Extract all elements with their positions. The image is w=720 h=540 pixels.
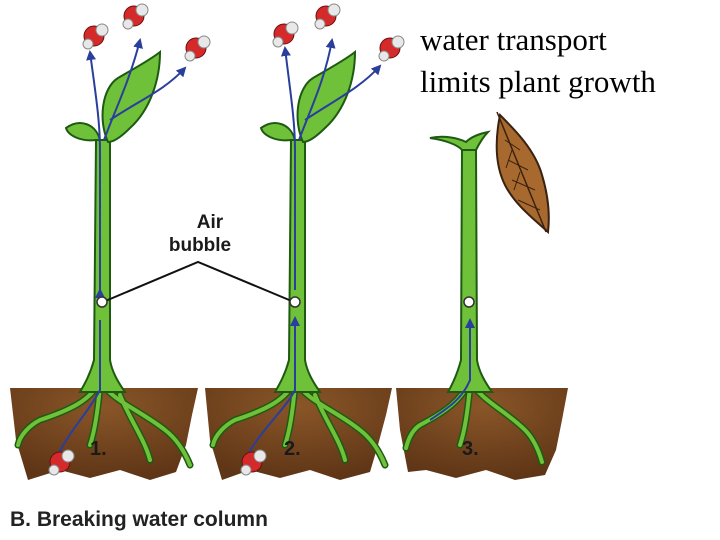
water-molecule-icon <box>122 3 149 30</box>
air-bubble-marker-2 <box>289 296 301 308</box>
soil-mound-3 <box>396 388 568 480</box>
air-bubble-marker-1 <box>96 296 108 308</box>
title-line-1: water transport <box>420 22 607 57</box>
plant-3-water-flow <box>429 318 475 421</box>
water-molecule-icon <box>82 23 109 50</box>
plant-2-stem <box>273 139 322 393</box>
plant-2-water-flow-lower <box>244 316 300 461</box>
plant-2-leaf-small <box>259 122 297 142</box>
plant-1-leaf-large <box>101 49 162 144</box>
water-molecule-icon <box>240 449 267 476</box>
plant-number-3: 3. <box>462 438 479 460</box>
water-molecule-icon <box>378 35 405 62</box>
water-molecule-icon <box>272 21 299 48</box>
water-molecule-icon <box>48 449 75 476</box>
plant-2-leaf-large <box>296 49 357 144</box>
air-bubble-callout: Air bubble <box>102 212 295 303</box>
plant-3-stem <box>446 147 494 393</box>
plant-1-water-flow <box>57 52 101 456</box>
plant-2 <box>209 38 389 469</box>
plant-2-water-flow-upper <box>280 46 296 290</box>
callout-line-1: Air <box>197 212 224 233</box>
plant-1-leaf-small <box>64 122 102 142</box>
title-line-2: limits plant growth <box>420 64 656 99</box>
plant-3-stem-top <box>429 130 492 151</box>
callout-pointer-lines <box>102 260 295 303</box>
callout-line-2: bubble <box>169 235 231 256</box>
plant-3 <box>402 130 546 466</box>
figure-caption: B. Breaking water column <box>10 508 268 531</box>
dead-leaf-icon <box>495 111 550 235</box>
plant-1-stem <box>78 139 127 393</box>
water-molecule-icon <box>314 3 341 30</box>
plant-number-1: 1. <box>90 438 107 460</box>
water-molecule-icon <box>184 35 211 62</box>
plant-number-2: 2. <box>284 438 301 460</box>
plant-1 <box>14 38 194 469</box>
air-bubble-marker-3 <box>463 296 475 308</box>
water-molecules <box>48 3 405 476</box>
